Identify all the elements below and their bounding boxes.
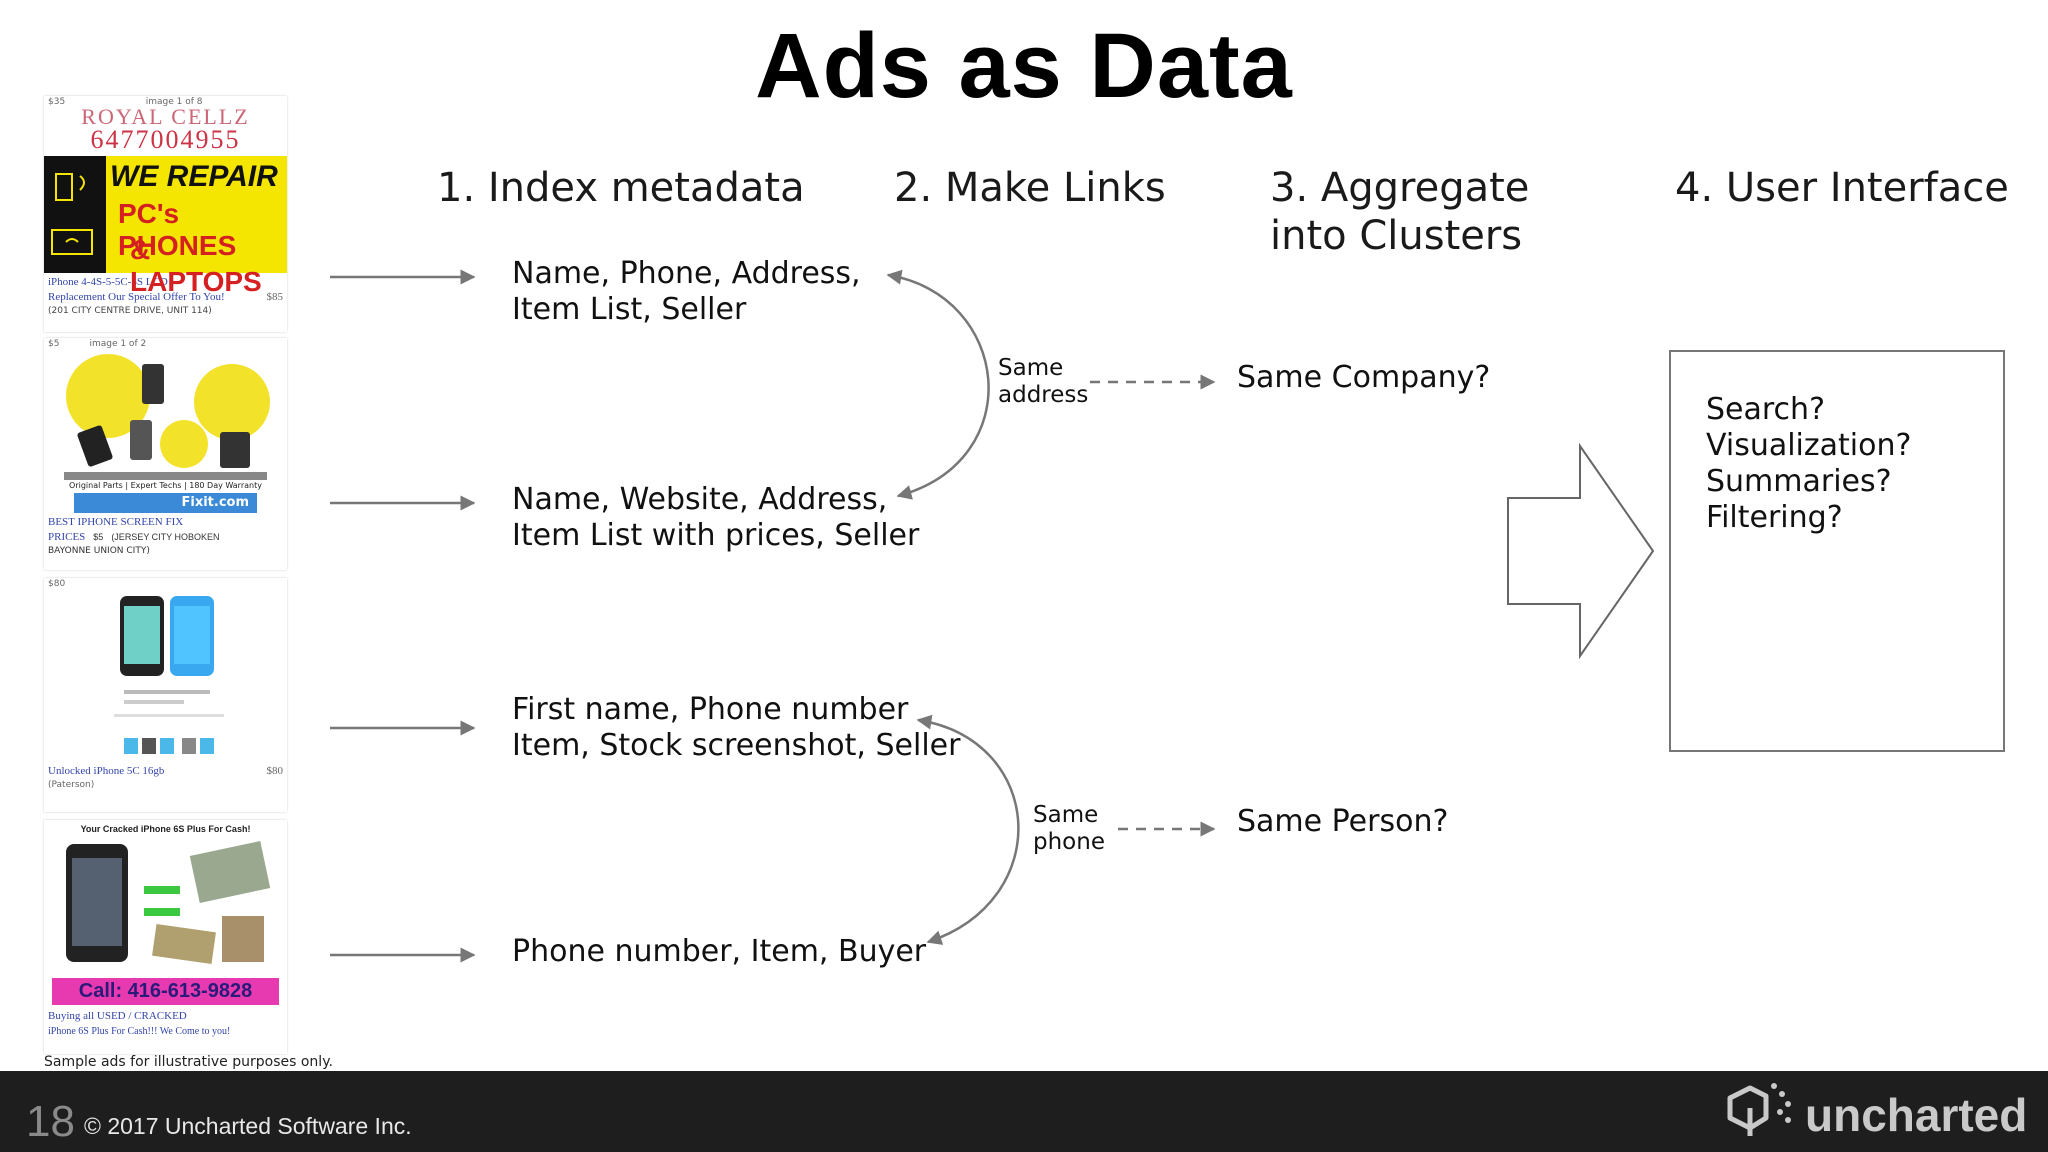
- sample-ad-cracked-iphone: Your Cracked iPhone 6S Plus For Cash! Ca…: [44, 820, 287, 1054]
- sample-ad-royal-cellz: $35 image 1 of 8 ROYAL CELLZ 6477004955 …: [44, 96, 287, 332]
- ad-line-pcs-phones: PC's PHONES: [118, 198, 237, 261]
- ad-product-image: [66, 354, 270, 468]
- ad-caption: Unlocked iPhone 5C 16gb: [48, 765, 165, 777]
- ad-heading: Your Cracked iPhone 6S Plus For Cash!: [80, 824, 251, 834]
- ad-caption: iPhone 4-4S-5-5C-5S LCD: [48, 276, 168, 288]
- sample-ad-screen-fix: $5 image 1 of 2 Original Parts | Expert …: [44, 338, 287, 570]
- ui-option-summaries: Summaries?: [1706, 464, 1892, 499]
- ad-repair-banner: WE REPAIR PC's PHONES & LAPTOPS: [44, 156, 287, 297]
- column-header-index: 1. Index metadata: [437, 165, 805, 211]
- ad-price: $80: [266, 765, 284, 777]
- ui-option-filtering: Filtering?: [1706, 500, 1843, 535]
- uncharted-logo-icon: [1727, 1083, 1791, 1136]
- metadata-ad-2: Name, Website, Address, Item List with p…: [512, 482, 920, 553]
- ad-shop-name: ROYAL CELLZ: [81, 104, 250, 129]
- ad-price: $5: [48, 339, 60, 349]
- curved-link-address: [886, 269, 990, 500]
- ad-phone: 6477004955: [90, 125, 241, 154]
- ad-location: (201 CITY CENTRE DRIVE, UNIT 114): [48, 306, 212, 316]
- ad-image-counter: image 1 of 2: [89, 339, 147, 349]
- cluster-same-person: Same Person?: [1237, 804, 1449, 839]
- ui-option-visualization: Visualization?: [1706, 428, 1912, 463]
- metadata-ad-4: Phone number, Item, Buyer: [512, 934, 927, 969]
- ad-cash-phone-image: [66, 841, 271, 965]
- ad-banner-text: Original Parts | Expert Techs | 180 Day …: [69, 481, 262, 490]
- ad-divider: [64, 472, 267, 480]
- ad-caption: BEST IPHONE SCREEN FIX: [48, 516, 184, 528]
- ui-option-search: Search?: [1706, 392, 1825, 427]
- ad-caption: Buying all USED / CRACKED: [48, 1010, 187, 1022]
- cluster-same-company: Same Company?: [1237, 360, 1491, 395]
- ad-location: (Paterson): [48, 780, 95, 790]
- slide-title: Ads as Data: [755, 15, 1293, 117]
- link-label-same-address: Same address: [998, 355, 1089, 408]
- column-header-aggregate: 3. Aggregate into Clusters: [1270, 165, 1530, 259]
- ad-price: $5: [93, 532, 104, 542]
- ad-image-counter: image 1 of 8: [145, 97, 203, 107]
- block-arrow-icon: [1507, 442, 1655, 660]
- ad-price: $80: [48, 579, 66, 589]
- user-interface-box: [1669, 350, 2005, 752]
- ad-caption: PRICES: [48, 531, 86, 543]
- ad-brand-logo: Fixit.com: [74, 493, 257, 513]
- disclaimer-text: Sample ads for illustrative purposes onl…: [44, 1054, 333, 1070]
- column-header-ui: 4. User Interface: [1675, 165, 2009, 211]
- device-icons: [44, 156, 106, 273]
- ad-price: $85: [266, 291, 284, 303]
- ad-call-banner: Call: 416-613-9828: [52, 978, 279, 1005]
- ad-caption: Replacement Our Special Offer To You!: [48, 291, 225, 303]
- ad-price: $35: [48, 97, 66, 107]
- column-header-links: 2. Make Links: [894, 165, 1166, 211]
- ad-caption: iPhone 6S Plus For Cash!!! We Come to yo…: [48, 1026, 231, 1037]
- ad-location: (JERSEY CITY HOBOKEN: [111, 532, 220, 542]
- ad-location: BAYONNE UNION CITY): [48, 546, 150, 556]
- ad-line-we-repair: WE REPAIR: [110, 160, 278, 193]
- metadata-ad-1: Name, Phone, Address, Item List, Seller: [512, 256, 861, 327]
- ad-line-laptops: & LAPTOPS: [130, 234, 262, 297]
- curved-link-phone: [916, 714, 1020, 945]
- sample-ad-unlocked-iphone: $80 Unlocked iPhone 5C 16gb $80 (Paterso…: [44, 578, 287, 812]
- copyright-text: © 2017 Uncharted Software Inc.: [84, 1113, 412, 1139]
- phone-laptop-icon: [51, 173, 93, 255]
- brand-wordmark: uncharted: [1805, 1089, 2028, 1141]
- metadata-ad-3: First name, Phone number Item, Stock scr…: [512, 692, 961, 763]
- footer-bar: [0, 1071, 2048, 1152]
- page-number: 18: [26, 1097, 75, 1146]
- ui-options-list: Search? Visualization? Summaries? Filter…: [1706, 392, 1911, 536]
- ad-stock-screenshot: [114, 596, 224, 754]
- link-label-same-phone: Same phone: [1033, 802, 1105, 855]
